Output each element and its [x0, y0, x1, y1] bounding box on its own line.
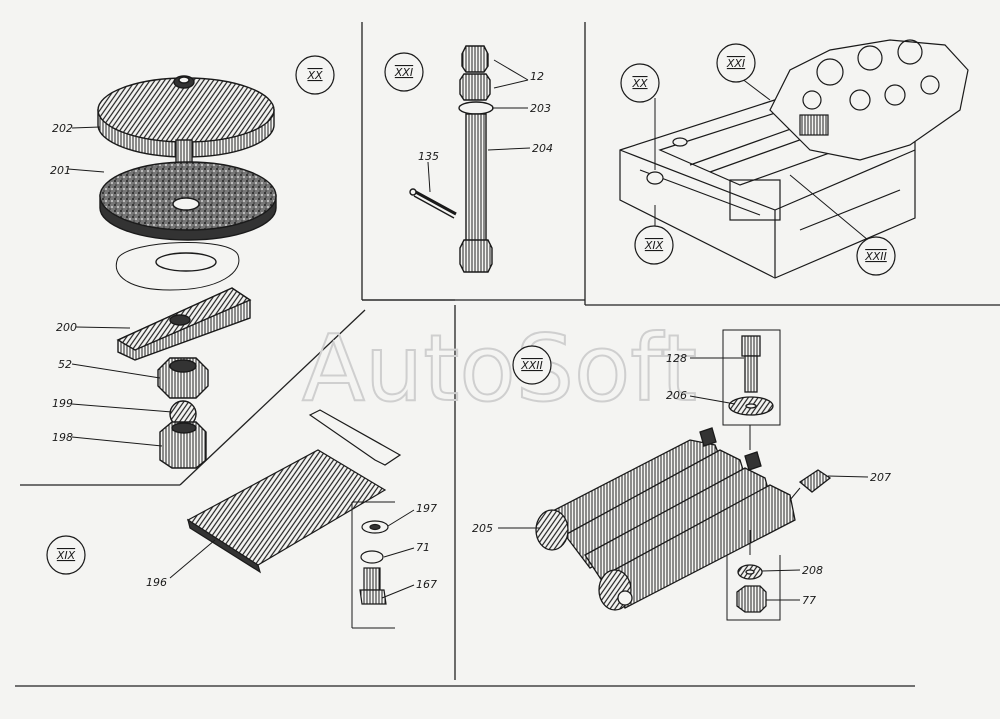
- section-label: XIX: [644, 239, 664, 252]
- callout-197: 197: [416, 502, 437, 515]
- section-circle-xx: [295, 55, 335, 95]
- callout-labels: 202 201 200 52 199 198 12 203 204 135 12…: [50, 70, 891, 607]
- callout-199: 199: [52, 397, 73, 410]
- callout-135: 135: [418, 150, 439, 163]
- section-label: XXI: [726, 57, 745, 70]
- watermark: AutoSoft: [302, 315, 697, 422]
- callout-202: 202: [52, 122, 73, 135]
- callout-12: 12: [530, 70, 544, 83]
- section-label: XXI: [394, 66, 413, 79]
- section-label: XX: [631, 77, 648, 90]
- frame-assembly: [619, 39, 969, 279]
- section-markers: XX XXI XX XXI XIX XXII XXII XIX: [46, 43, 896, 575]
- section-circle-xxii: [856, 236, 896, 276]
- callout-203: 203: [530, 102, 551, 115]
- callout-207: 207: [870, 471, 891, 484]
- callout-196: 196: [146, 576, 167, 589]
- callout-128: 128: [666, 352, 687, 365]
- section-label: XXII: [864, 250, 887, 263]
- xxi-bolt-assembly: [409, 45, 494, 273]
- callout-201: 201: [50, 164, 71, 177]
- section-label: XX: [306, 69, 323, 82]
- section-circle-xx: [620, 63, 660, 103]
- section-label: XIX: [56, 549, 76, 562]
- section-circle-xxi: [716, 43, 756, 83]
- xx-disc-assembly: [97, 75, 277, 469]
- callout-52: 52: [58, 358, 72, 371]
- callout-206: 206: [666, 389, 687, 402]
- callout-71: 71: [416, 541, 430, 554]
- xxii-roller-pack: [535, 329, 832, 621]
- section-dividers: [15, 22, 1000, 687]
- xix-plate-assembly: [186, 409, 402, 629]
- callout-167: 167: [416, 578, 437, 591]
- leader-lines: [67, 59, 869, 601]
- section-circle-xxi: [384, 52, 424, 92]
- section-circle-xix: [46, 535, 86, 575]
- callout-77: 77: [802, 594, 816, 607]
- callout-208: 208: [802, 564, 823, 577]
- callout-198: 198: [52, 431, 73, 444]
- section-label: XXII: [520, 359, 543, 372]
- callout-200: 200: [56, 321, 77, 334]
- callout-205: 205: [472, 522, 493, 535]
- section-circle-xix: [634, 225, 674, 265]
- callout-204: 204: [532, 142, 553, 155]
- section-circle-xxii: [512, 345, 552, 385]
